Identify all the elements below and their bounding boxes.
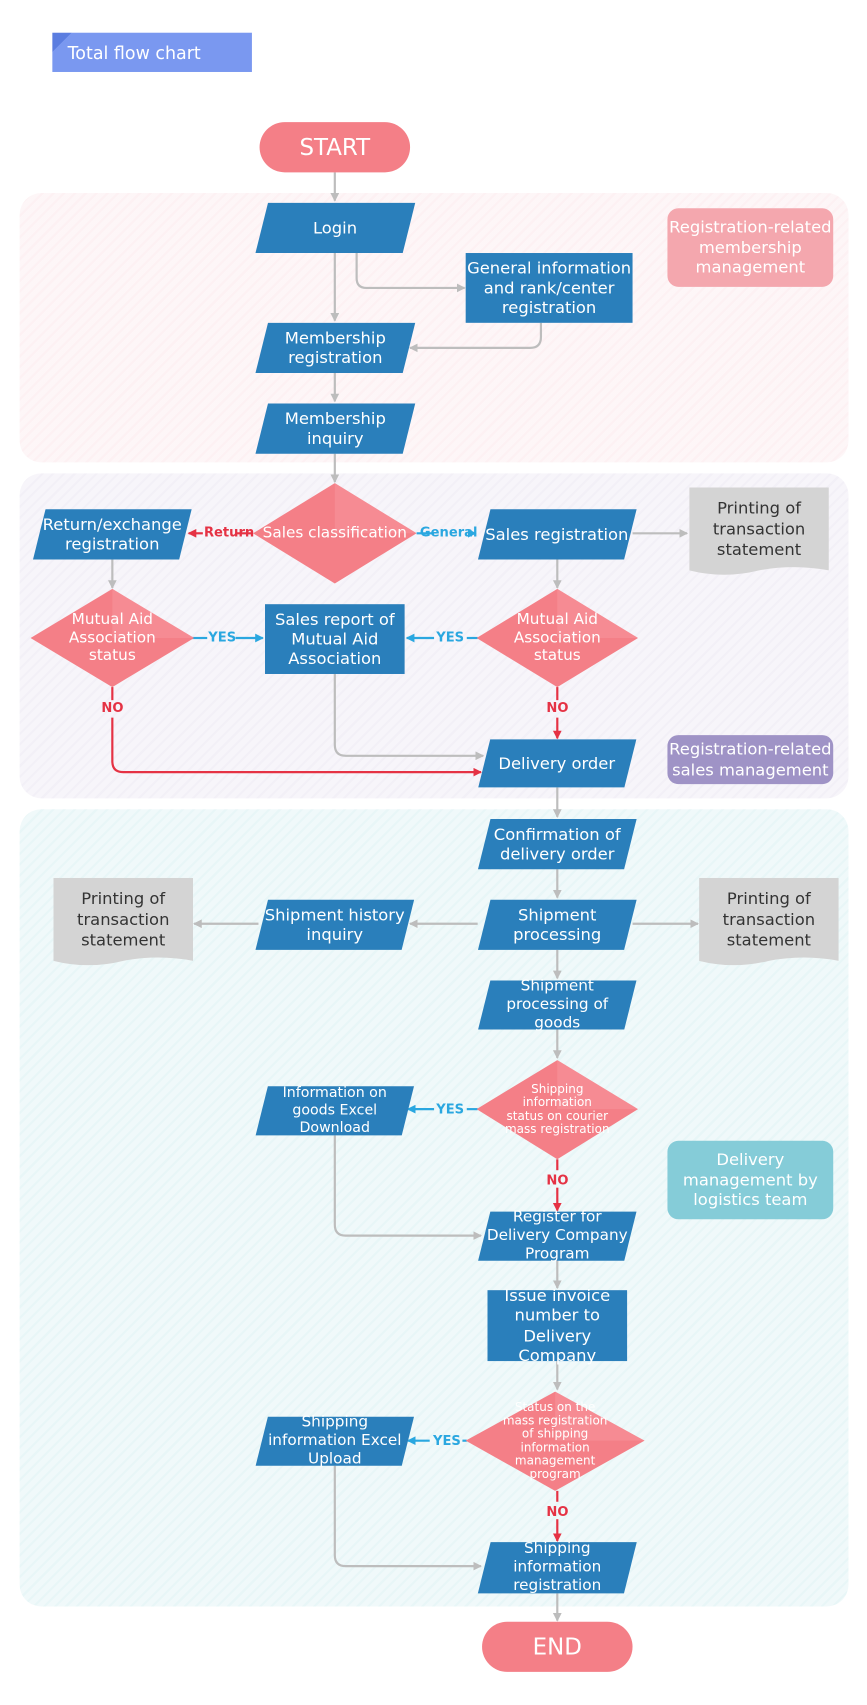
yes-label: YES [436,629,465,645]
register-delivery-step: Register for Delivery Company Program [478,1208,637,1263]
end-terminal: END [482,1621,633,1672]
print-document-left: Printing of transaction statement [53,877,194,972]
excel-upload-step: Shipping information Excel Upload [255,1413,415,1468]
general-label: General [419,524,478,540]
start-terminal: START [259,122,411,173]
membership-inquiry-step: Membership inquiry [255,403,416,454]
no-label: NO [546,700,569,716]
yes-label: YES [436,1101,465,1117]
return-exchange-step: Return/exchange registration [33,509,192,560]
section-label-delivery: Delivery management by logistics team [667,1140,834,1220]
login-label: Login [313,217,358,238]
no-label: NO [546,1172,569,1188]
print-document-1: Printing of transaction statement [689,487,829,581]
mutual-aid-decision-left: Mutual Aid Association status [30,588,195,688]
shipment-processing-step: Shipment processing [477,899,637,950]
issue-invoice-step: Issue invoice number to Delivery Company [487,1286,628,1365]
return-label: Return [203,524,255,540]
membership-registration-step: Membership registration [255,322,416,373]
shipping-status-decision: Shipping information status on courier m… [476,1060,639,1160]
section-label-membership: Registration-related membership manageme… [667,208,834,287]
general-info-step: General information and rank/center regi… [465,253,633,323]
delivery-order-step: Delivery order [478,739,637,788]
excel-download-step: Information on goods Excel Download [255,1085,415,1136]
sales-registration-step: Sales registration [477,509,637,560]
confirm-delivery-step: Confirmation of delivery order [477,819,637,870]
yes-label: YES [208,629,237,645]
print-document-right: Printing of transaction statement [699,877,839,972]
section-label-sales: Registration-related sales management [667,735,834,785]
mutual-aid-decision-right: Mutual Aid Association status [476,588,639,688]
shipment-goods-step: Shipment processing of goods [478,977,637,1032]
sales-report-step: Sales report of Mutual Aid Association [265,604,405,674]
shipment-history-step: Shipment history inquiry [255,899,415,950]
page-title: Total flow chart [52,32,252,72]
yes-label: YES [432,1433,461,1449]
no-label: NO [101,700,124,716]
login-step: Login [255,202,416,254]
shipping-registration-step: Shipping information registration [477,1540,637,1595]
mass-registration-decision: Status on the mass registration of shipp… [465,1391,645,1491]
sales-classification-decision: Sales classification [253,483,417,584]
no-label: NO [546,1503,569,1520]
